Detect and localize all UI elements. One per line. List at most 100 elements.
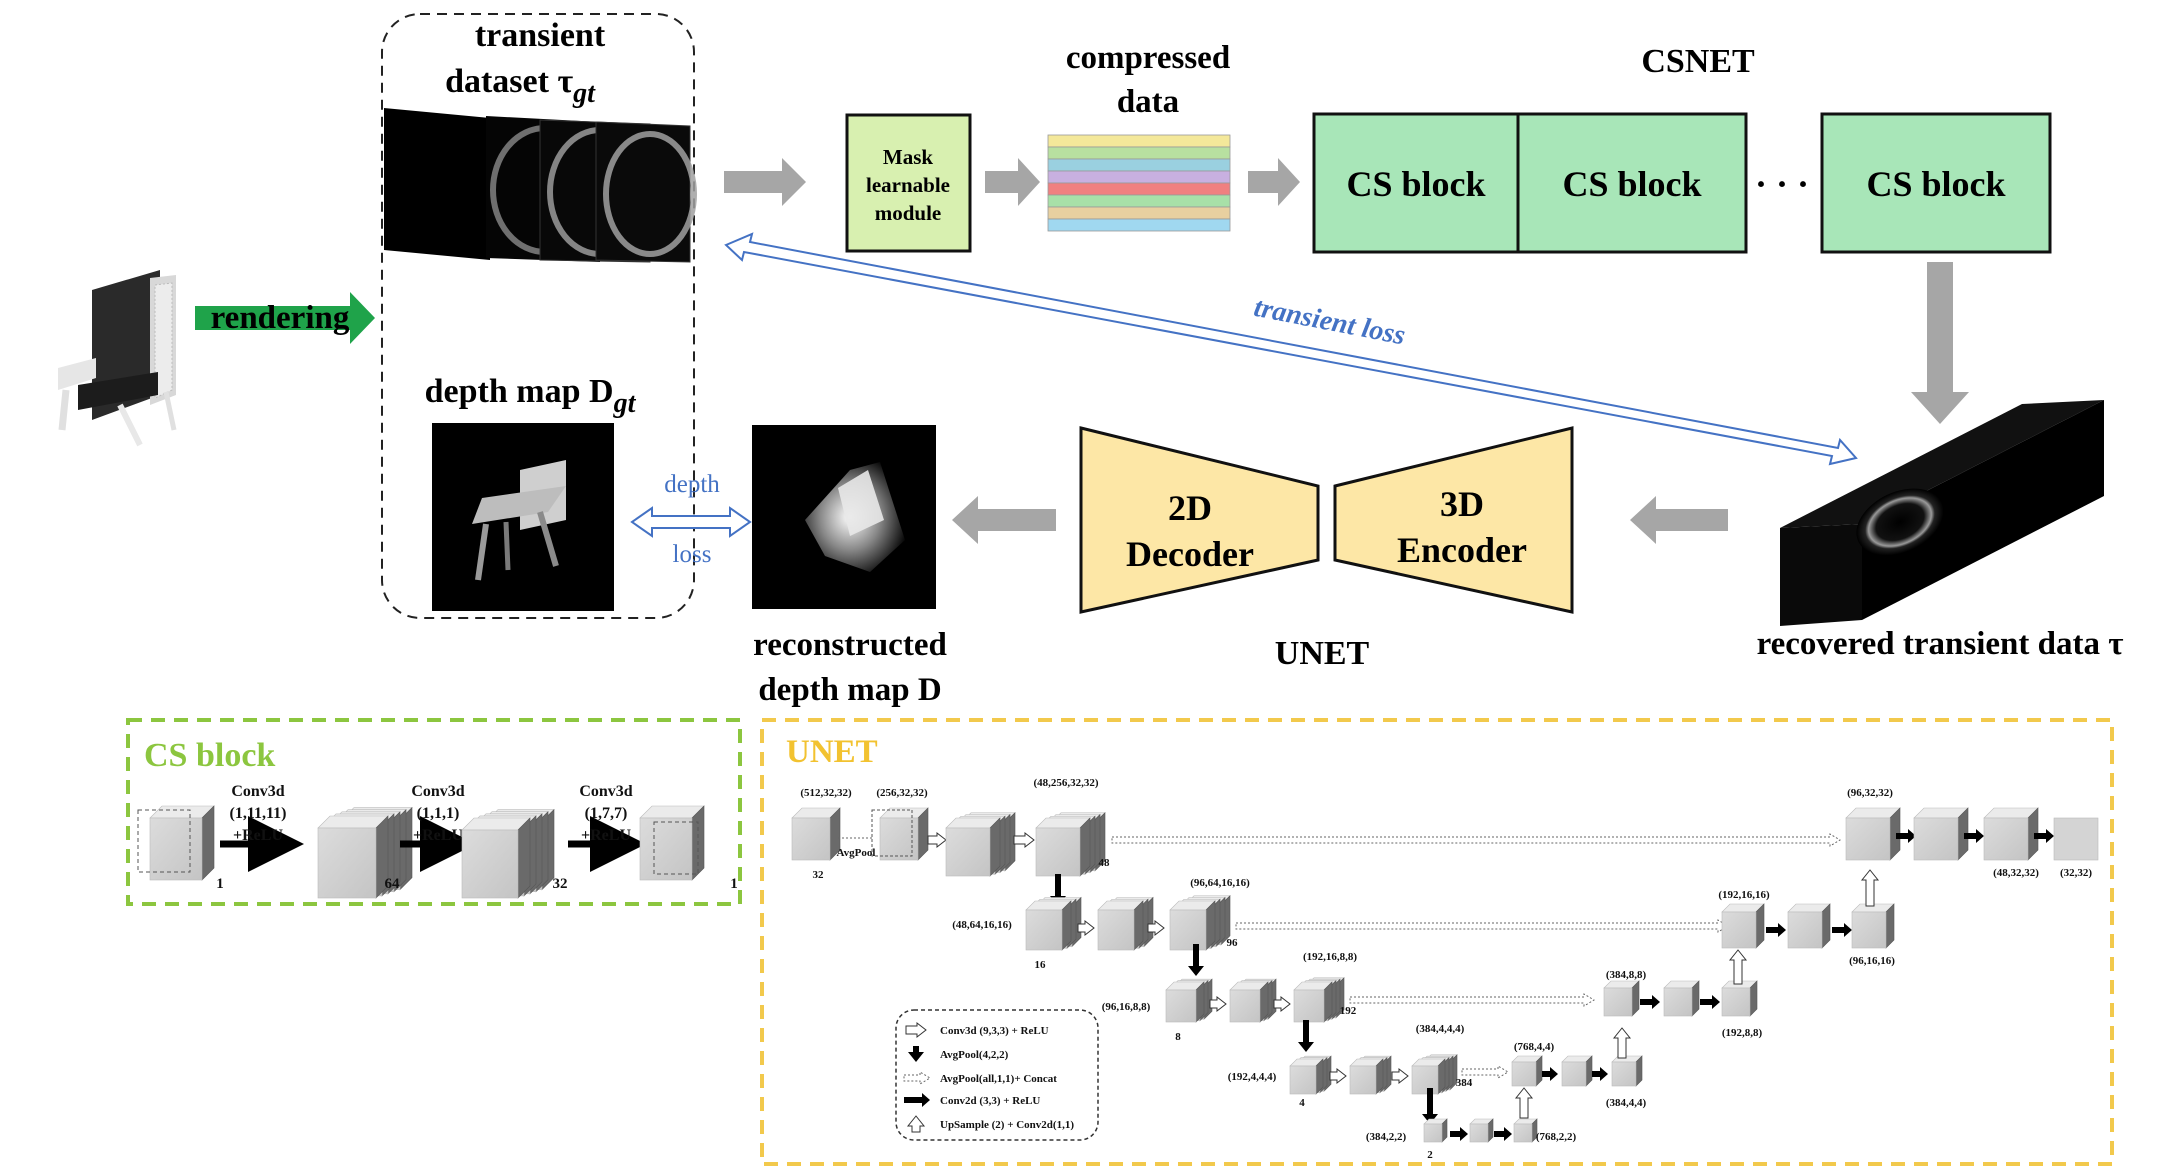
unet-legend: Conv3d (9,3,3) + ReLUAvgPool(4,2,2)AvgPo… (903, 1021, 1074, 1133)
cube-front (1513, 1123, 1533, 1143)
compressed-stripe (1047, 206, 1231, 220)
cube-front (639, 817, 693, 881)
cs-input-cube (149, 805, 215, 881)
unet-l1-pool-label: (256,32,32) (876, 787, 928, 799)
cube-side (1205, 900, 1216, 951)
cube-front (317, 827, 377, 899)
cube-side (1755, 903, 1765, 949)
arrow-shape (1209, 995, 1227, 1013)
unet-d3-cube-c (1721, 980, 1758, 1017)
unet-conv2d-arrow-7 (1766, 923, 1786, 937)
cs-op-1-line3: +ReLU (233, 827, 283, 844)
encoder-label-line1: 3D (1440, 484, 1484, 524)
cube-front (1611, 1061, 1637, 1087)
unet-l3-stack-c (1293, 977, 1345, 1023)
unet-pool-down-3 (1298, 1020, 1314, 1052)
arrow-shape (904, 1093, 930, 1107)
unet-conv-arrow-6 (1273, 995, 1291, 1013)
unet-l5-cube-c (1513, 1118, 1538, 1143)
unet-l2-stack-c (1169, 895, 1231, 951)
unet-l1-stack-b (1035, 812, 1106, 877)
unet-l5-out-label: (768,2,2) (1536, 1131, 1577, 1143)
compressed-stripe (1047, 134, 1231, 148)
unet-conv2d-arrow-11 (2034, 829, 2054, 843)
legend-icon-conv3d (905, 1021, 927, 1039)
cube-side (1821, 903, 1831, 949)
cs-block-1-label: CS block (1346, 164, 1485, 204)
recovered-label: recovered transient data τ (1757, 626, 2124, 662)
unet-conv2d-arrow-3 (1542, 1067, 1558, 1081)
compressed-stripe (1047, 182, 1231, 196)
unet-d3-cube-a (1603, 980, 1640, 1017)
depth-loss-arrow (630, 506, 752, 538)
unet-up-4 (1860, 869, 1880, 907)
unet-l4-conv-label: (384,4,4,4) (1416, 1023, 1465, 1035)
cube-front (1913, 817, 1959, 861)
unet-l1-c: 32 (813, 869, 825, 881)
cs-block-ellipsis: · · · (1755, 164, 1809, 204)
arrow-shape (906, 1115, 926, 1133)
unet-skip-l1 (1111, 833, 1841, 847)
unet-up-3 (1728, 949, 1748, 985)
arrow-shape (2034, 829, 2054, 843)
cs-block-3 (1820, 112, 2052, 254)
cs-op-1-line2: (1,11,11) (230, 805, 287, 822)
cs-channel-out: 1 (730, 876, 738, 892)
arrow-dataset-to-mask (724, 158, 806, 206)
legend-icon-avgpool (908, 1046, 924, 1062)
unet-skip-l2 (1235, 919, 1729, 933)
arrow-shape (1494, 1127, 1512, 1141)
stack-layer (1097, 900, 1144, 951)
arrow-shape (903, 1071, 931, 1085)
unet-conv2d-arrow-4 (1592, 1067, 1608, 1081)
arrow-shape (1766, 923, 1786, 937)
cs-block-3-label: CS block (1866, 164, 2005, 204)
cube-side (1061, 900, 1072, 951)
unet-l3-stack-b (1229, 978, 1277, 1023)
cube-side (517, 817, 531, 899)
arrow-mask-to-compressed (985, 158, 1040, 206)
legend-icon-conv2d (904, 1093, 930, 1107)
arrow-shape (1514, 1087, 1534, 1119)
depth-loss-line1: depth (664, 471, 720, 498)
legend-item-5: UpSample (2) + Conv2d(1,1) (940, 1119, 1074, 1131)
chair-render (58, 270, 177, 447)
cube-front (1511, 1061, 1537, 1087)
encoder-label-line2: Encoder (1397, 530, 1527, 570)
arrow-shape (1147, 919, 1165, 937)
cs-op-1-line1: Conv3d (231, 783, 284, 800)
unet-pool-down-2 (1188, 944, 1204, 976)
unet-l4-c: 4 (1299, 1097, 1305, 1109)
arrow-shape (1860, 869, 1880, 907)
arrow-shape (1391, 1067, 1409, 1085)
mask-label-line2: learnable (866, 173, 950, 197)
stack-layer (1165, 981, 1205, 1023)
legend-item-1: Conv3d (9,3,3) + ReLU (940, 1025, 1049, 1037)
unet-2d-decoder (1079, 426, 1320, 614)
arrow-shape (905, 1021, 927, 1039)
arrow-shape (1077, 919, 1095, 937)
unet-conv2d-arrow-10 (1964, 829, 1984, 843)
unet-conv2d-arrow-8 (1832, 923, 1852, 937)
cs-block-panel (126, 718, 742, 906)
legend-item-3: AvgPool(all,1,1)+ Concat (940, 1073, 1057, 1085)
arrow-shape (1422, 1088, 1438, 1124)
cube-front (1721, 911, 1757, 949)
unet-l1-c2: 48 (1099, 857, 1111, 869)
cube-front (1025, 909, 1063, 951)
unet-d1-top-label: (96,32,32) (1847, 787, 1893, 799)
unet-d1-output-map (2053, 817, 2099, 861)
cube-front (1721, 987, 1751, 1017)
unet-d2-top-label: (192,16,16) (1718, 889, 1770, 901)
unet-skip-l3 (1349, 993, 1595, 1007)
cube-front (1035, 827, 1081, 877)
cs-block-2-label: CS block (1562, 164, 1701, 204)
arrow-shape (1013, 831, 1035, 849)
unet-d4-out-label: (384,4,4) (1606, 1097, 1647, 1109)
cube-front (149, 817, 203, 881)
unet-conv-arrow-5 (1209, 995, 1227, 1013)
cube-front (1983, 817, 2029, 861)
cube-front (461, 829, 519, 899)
unet-l1-stack-a (945, 812, 1016, 877)
unet-l5-in-label: (384,2,2) (1366, 1131, 1407, 1143)
